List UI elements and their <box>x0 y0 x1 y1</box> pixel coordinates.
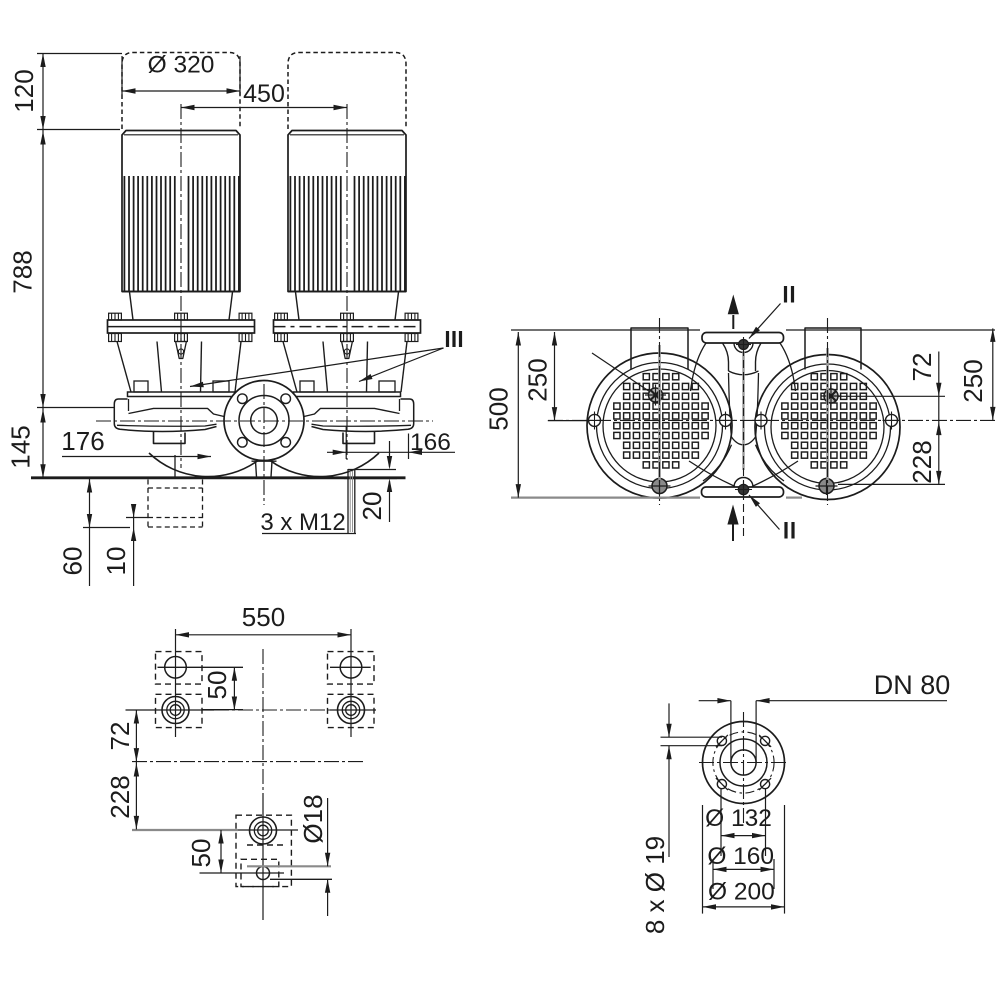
svg-text:500: 500 <box>484 387 514 430</box>
svg-text:Ø 200: Ø 200 <box>708 879 775 906</box>
svg-text:50: 50 <box>186 839 216 868</box>
svg-text:20: 20 <box>357 492 387 521</box>
svg-text:10: 10 <box>101 547 131 576</box>
svg-text:166: 166 <box>410 429 451 456</box>
svg-text:8 x Ø 19: 8 x Ø 19 <box>640 836 670 934</box>
svg-text:788: 788 <box>8 250 38 293</box>
svg-text:Ø 132: Ø 132 <box>705 805 772 832</box>
svg-text:72: 72 <box>105 722 135 751</box>
svg-text:Ø 160: Ø 160 <box>707 843 774 870</box>
svg-text:145: 145 <box>6 425 36 468</box>
svg-text:Ø 320: Ø 320 <box>148 52 215 79</box>
svg-text:550: 550 <box>242 602 285 632</box>
svg-text:DN 80: DN 80 <box>874 670 951 700</box>
svg-text:450: 450 <box>243 80 285 108</box>
svg-text:250: 250 <box>958 359 988 402</box>
svg-text:60: 60 <box>58 547 88 576</box>
svg-text:72: 72 <box>907 353 937 382</box>
svg-text:228: 228 <box>105 775 135 818</box>
svg-text:120: 120 <box>9 69 39 112</box>
svg-text:Ø18: Ø18 <box>298 794 328 843</box>
svg-text:228: 228 <box>907 440 937 483</box>
svg-text:176: 176 <box>61 426 104 456</box>
svg-text:250: 250 <box>523 358 553 401</box>
svg-text:50: 50 <box>202 671 232 700</box>
svg-text:3 x M12: 3 x M12 <box>260 509 345 536</box>
